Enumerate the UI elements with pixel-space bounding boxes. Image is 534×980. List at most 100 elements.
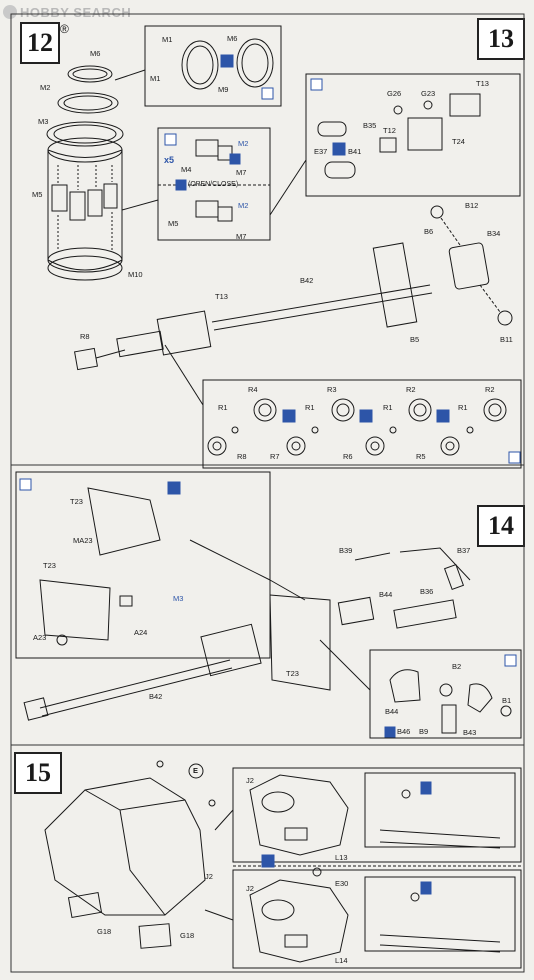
label-b9: B9: [419, 727, 429, 736]
label-r7: R7: [270, 452, 280, 461]
label-m1a: M1: [162, 35, 173, 44]
x5-note: x5: [164, 155, 175, 165]
cement-icon: [384, 726, 396, 738]
step-12-suffix: ®: [60, 22, 69, 36]
label-r5: R5: [416, 452, 426, 461]
label-b46: B46: [397, 727, 411, 736]
label-b2: B2: [452, 662, 462, 671]
label-b43: B43: [463, 728, 477, 737]
cement-icon: [261, 854, 275, 868]
label-b36: B36: [420, 587, 434, 596]
label-m1b: M1: [150, 74, 161, 83]
label-b35: B35: [363, 121, 377, 130]
label-e30: E30: [335, 879, 349, 888]
label-l13: L13: [335, 853, 348, 862]
label-m3: M3: [38, 117, 49, 126]
glue-icon: [310, 78, 323, 91]
label-b37: B37: [457, 546, 471, 555]
step14-parts: [15, 471, 522, 739]
step-15-number: 15: [25, 758, 51, 787]
watermark-text: HOBBY SEARCH: [20, 4, 132, 20]
label-r3: R3: [327, 385, 337, 394]
step15-parts: [44, 760, 522, 969]
label-m6b: M6: [227, 34, 238, 43]
step12-parts: [46, 25, 282, 281]
paint-icon: [420, 781, 432, 795]
label-b42b: B42: [149, 692, 163, 701]
label-m2c-blue: M2: [238, 201, 249, 210]
cement-icon: [167, 481, 181, 495]
glue-icon: [508, 451, 521, 464]
label-t12: T12: [383, 126, 396, 135]
open-close-note: (OPEN/CLOSE): [188, 181, 239, 188]
label-a24: A24: [134, 628, 148, 637]
label-j2b: J2: [205, 872, 213, 881]
label-m9: M9: [218, 85, 229, 94]
label-m2-blue: M2: [238, 139, 249, 148]
label-r8a: R8: [80, 332, 90, 341]
glue-icon: [164, 133, 177, 146]
label-j2c: J2: [246, 884, 254, 893]
sheet-border: [10, 13, 525, 973]
watermark-logo-icon: [3, 5, 17, 19]
cement-icon: [282, 409, 296, 423]
glue-icon: [504, 654, 517, 667]
label-r4: R4: [248, 385, 258, 394]
label-a23: A23: [33, 633, 47, 642]
step-14-number: 14: [488, 511, 514, 540]
label-j2a: J2: [246, 776, 254, 785]
step-13-number: 13: [488, 24, 514, 53]
label-b44b: B44: [385, 707, 399, 716]
label-g23: G23: [421, 89, 436, 98]
label-b6: B6: [424, 227, 434, 236]
label-m2: M2: [40, 83, 51, 92]
label-m4: M4: [181, 165, 192, 174]
label-r1b: R1: [305, 403, 315, 412]
label-t24: T24: [452, 137, 465, 146]
wheel-pairs: [207, 398, 507, 456]
paint-icon: [420, 881, 432, 895]
label-e37: E37: [314, 147, 328, 156]
label-b12: B12: [465, 201, 479, 210]
label-g18b: G18: [180, 931, 195, 940]
label-ma23: MA23: [73, 536, 93, 545]
label-t13b: T13: [215, 292, 228, 301]
label-l14: L14: [335, 956, 348, 965]
cement-icon: [332, 142, 346, 156]
step-12-box: 12: [20, 22, 60, 64]
label-b11: B11: [500, 335, 513, 344]
glue-icon: [261, 87, 274, 100]
label-b39: B39: [339, 546, 353, 555]
label-r1c: R1: [383, 403, 393, 412]
label-g18a: G18: [97, 927, 112, 936]
label-b42a: B42: [300, 276, 314, 285]
label-m10: M10: [128, 270, 143, 279]
label-b1: B1: [502, 696, 512, 705]
label-t23a: T23: [70, 497, 83, 506]
label-r1a: R1: [218, 403, 228, 412]
label-e-circle: E: [193, 766, 199, 775]
label-r6: R6: [343, 452, 353, 461]
tool-icons: [19, 54, 521, 895]
label-m7a: M7: [236, 168, 247, 177]
label-t23c: T23: [286, 669, 299, 678]
label-b5: B5: [410, 335, 420, 344]
label-r2a: R2: [406, 385, 416, 394]
label-m5: M5: [32, 190, 43, 199]
label-m6: M6: [90, 49, 101, 58]
step13-parts: [74, 73, 522, 469]
step-13-box: 13: [477, 18, 525, 60]
cement-icon: [436, 409, 450, 423]
cement-icon: [220, 54, 234, 68]
label-b34: B34: [487, 229, 501, 238]
label-b41: B41: [348, 147, 362, 156]
label-m5b: M5: [168, 219, 179, 228]
label-m7b: M7: [236, 232, 247, 241]
label-r1d: R1: [458, 403, 468, 412]
label-m3b-blue: M3: [173, 594, 184, 603]
hobby-search-watermark: HOBBY SEARCH: [3, 3, 131, 21]
label-b44a: B44: [379, 590, 393, 599]
cement-icon: [175, 179, 187, 191]
